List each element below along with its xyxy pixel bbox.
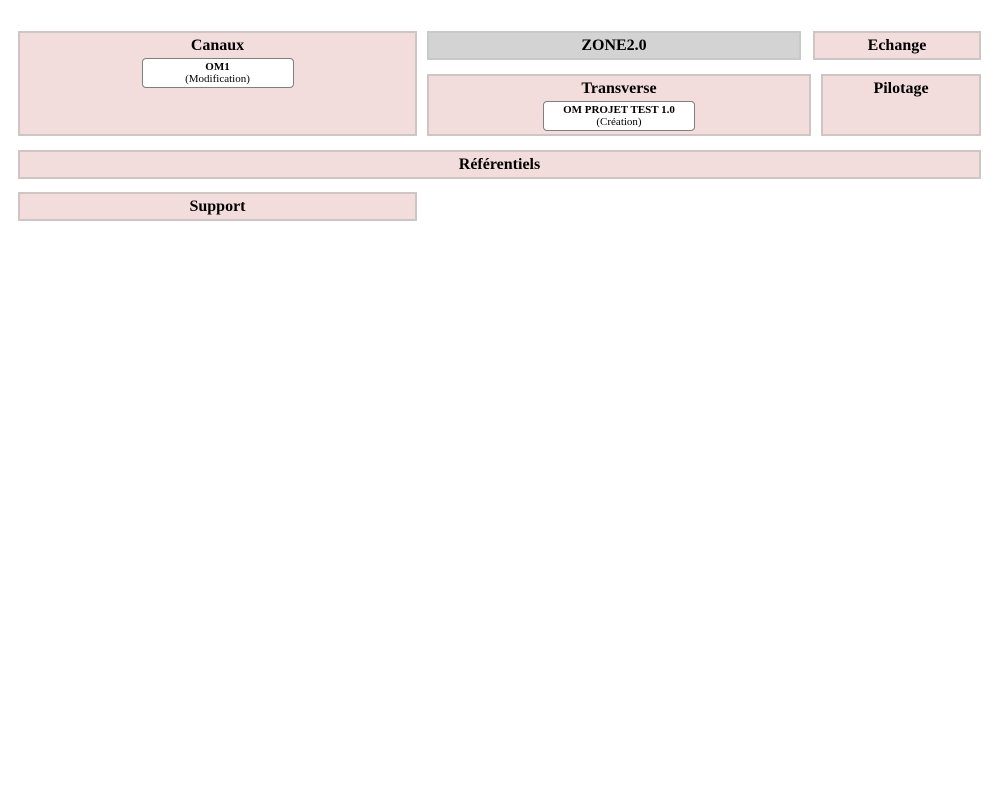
- zone-title-transverse: Transverse: [581, 80, 657, 97]
- zone-title-zone2: ZONE2.0: [581, 37, 647, 54]
- om-button-om1[interactable]: OM1 (Modification): [141, 58, 294, 88]
- zone-panel-canaux: Canaux OM1 (Modification): [18, 31, 417, 136]
- zone-panel-support: Support: [18, 192, 417, 221]
- zone-title-support: Support: [189, 198, 246, 215]
- zone-title-canaux: Canaux: [190, 37, 245, 54]
- zone-title-echange: Echange: [867, 37, 927, 54]
- zone-panel-transverse: Transverse OM PROJET TEST 1.0 (Création): [427, 74, 811, 136]
- zone-title-referentiels: Référentiels: [458, 156, 541, 173]
- om-button-name: OM1: [205, 61, 230, 73]
- om-button-status: (Modification): [185, 73, 250, 85]
- zone-panel-referentiels: Référentiels: [18, 150, 981, 179]
- zone-panel-echange: Echange: [813, 31, 981, 60]
- om-button-status: (Création): [596, 116, 642, 128]
- zone-title-pilotage: Pilotage: [873, 80, 929, 97]
- om-button-name: OM PROJET TEST 1.0: [563, 104, 675, 116]
- zone-header-zone2: ZONE2.0: [427, 31, 801, 60]
- om-button-om-projet-test[interactable]: OM PROJET TEST 1.0 (Création): [543, 101, 695, 131]
- zone-panel-pilotage: Pilotage: [821, 74, 981, 136]
